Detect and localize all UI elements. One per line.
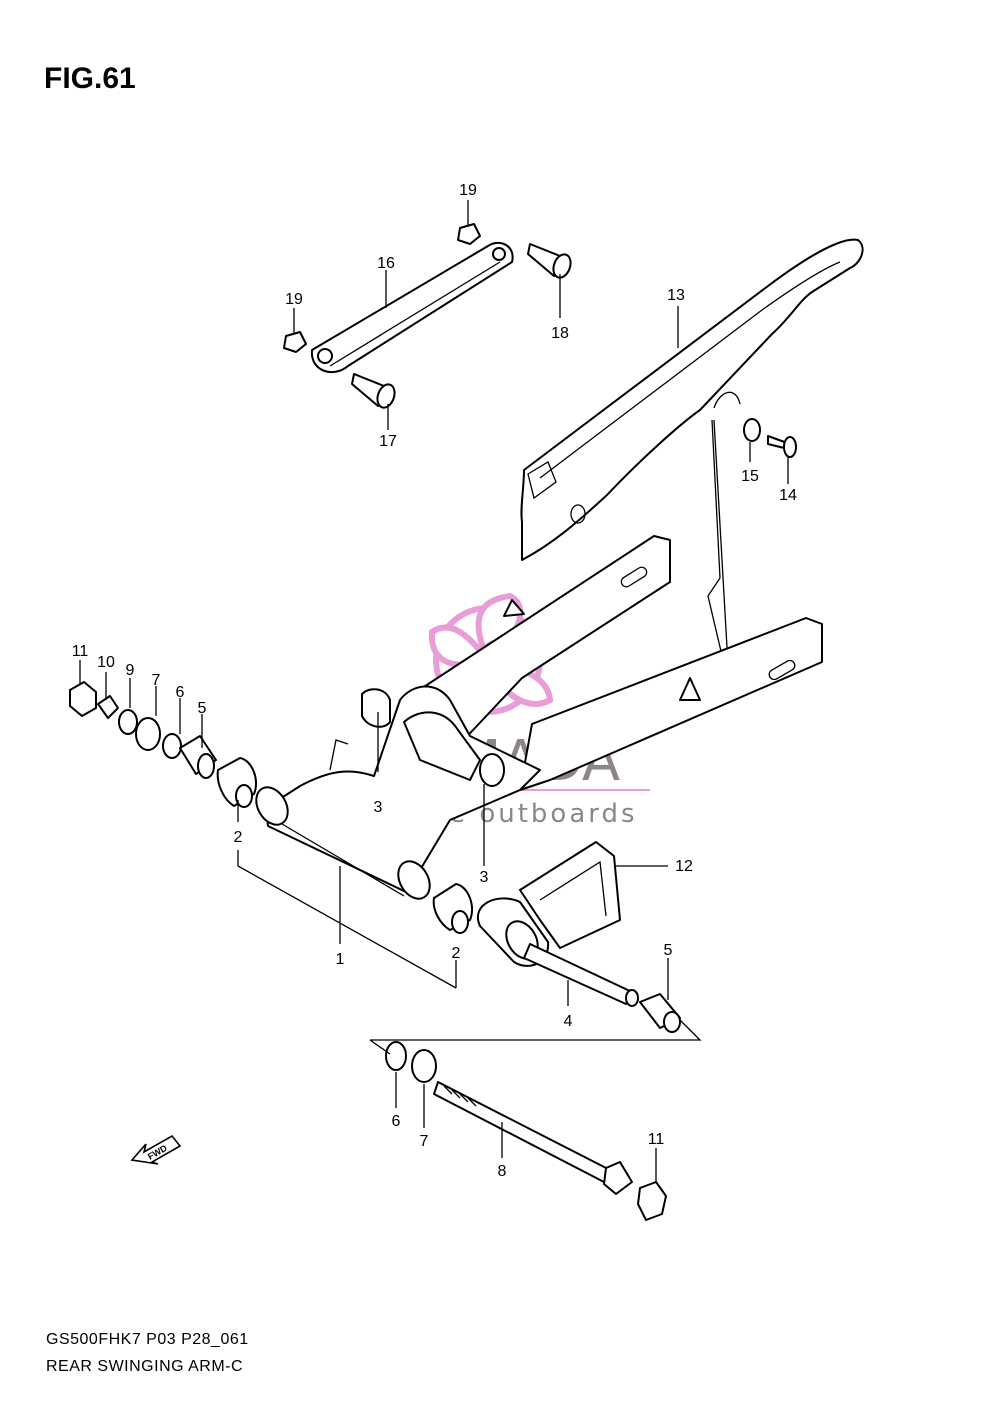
washer-part <box>743 418 761 442</box>
callout-label: 15 <box>741 468 759 485</box>
spacer-part <box>639 993 681 1033</box>
callout-label: 2 <box>452 945 461 962</box>
callout-label: 5 <box>664 942 673 959</box>
callout-labels: 19 16 19 18 17 13 15 14 11 10 9 7 6 5 2 … <box>72 182 797 1180</box>
callout-label: 14 <box>779 487 797 504</box>
bolt-part <box>351 243 572 409</box>
callout-label: 8 <box>498 1163 507 1180</box>
callout-label: 10 <box>97 654 115 671</box>
callout-label: 19 <box>285 291 303 308</box>
callout-label: 6 <box>176 684 185 701</box>
bushing-part <box>179 735 258 808</box>
callout-label: 9 <box>126 662 135 679</box>
callout-label: 11 <box>648 1131 665 1148</box>
callout-label: 18 <box>551 325 569 342</box>
torque-link-part <box>310 241 514 374</box>
callout-label: 7 <box>152 672 161 689</box>
bushing-part <box>432 883 474 934</box>
pivot-shaft-part <box>433 1081 633 1195</box>
callout-label: 19 <box>459 182 477 199</box>
screw-part <box>767 435 797 458</box>
fwd-arrow-icon: FWD <box>130 1134 182 1165</box>
callout-label: 4 <box>564 1013 573 1030</box>
callout-label: 3 <box>480 869 489 886</box>
chain-case-part <box>520 238 864 561</box>
diagram-code: GS500FHK7 P03 P28_061 <box>46 1331 249 1348</box>
callout-label: 2 <box>234 829 243 846</box>
pivot-nut-part <box>69 681 97 717</box>
callout-label: 13 <box>667 287 685 304</box>
callout-label: 17 <box>379 433 397 450</box>
callout-label: 5 <box>198 700 207 717</box>
callout-label: 6 <box>392 1113 401 1130</box>
spacer-washer-part <box>385 1041 437 1083</box>
diagram-name: REAR SWINGING ARM-C <box>46 1358 244 1375</box>
callout-label: 16 <box>377 255 395 272</box>
callout-label: 1 <box>336 951 345 968</box>
pivot-bushing-part <box>523 943 639 1007</box>
swing-arm-part <box>255 535 823 900</box>
nut-part <box>283 223 481 353</box>
chain-buffer-part <box>477 841 621 967</box>
callout-label: 11 <box>72 643 89 660</box>
callout-label: 7 <box>420 1133 429 1150</box>
callout-label: 12 <box>675 858 693 875</box>
lock-washer-part <box>97 695 119 719</box>
spacer-washer-part <box>118 709 182 759</box>
callout-label: 3 <box>374 799 383 816</box>
figure-title: FIG.61 <box>44 62 136 95</box>
pivot-nut-part <box>637 1181 667 1221</box>
